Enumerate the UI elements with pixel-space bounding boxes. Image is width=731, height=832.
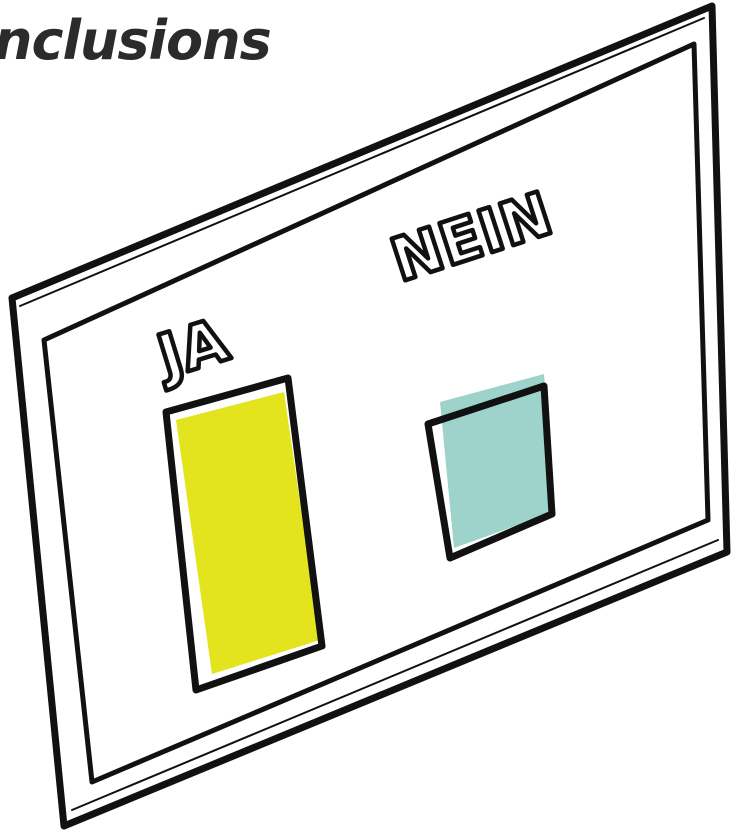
page-title: nclusions (0, 9, 272, 72)
ja-fill (176, 392, 320, 674)
nein-fill (440, 374, 554, 548)
option-ja: JA (144, 303, 326, 694)
ja-box (162, 374, 326, 694)
nein-label: NEIN (383, 179, 560, 296)
option-nein: NEIN (381, 177, 563, 562)
board-frame (8, 2, 731, 830)
nein-box (424, 382, 556, 562)
ja-label: JA (146, 305, 237, 393)
